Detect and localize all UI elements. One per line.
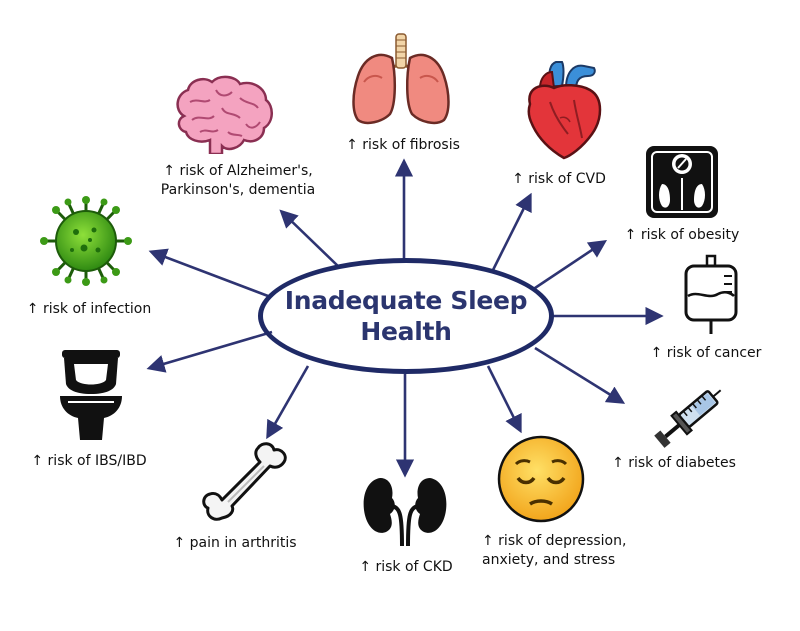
arrow-to-virus (148, 248, 269, 298)
bone-icon (202, 442, 287, 521)
lungs-label: ↑ risk of fibrosis (346, 137, 460, 153)
toilet-icon (60, 350, 122, 440)
heart-label: ↑ risk of CVD (512, 171, 606, 187)
sad-face-label: ↑ risk of depression, anxiety, and stres… (482, 533, 627, 568)
iv-bag-label: ↑ risk of cancer (650, 345, 762, 361)
heart-icon (527, 61, 602, 160)
brain-label: ↑ risk of Alzheimer's, Parkinson's, deme… (160, 163, 316, 198)
arrow-to-toilet (146, 330, 273, 373)
arrow-to-syringe (534, 346, 626, 404)
arrow-to-bone (266, 365, 310, 440)
scale-label: ↑ risk of obesity (624, 227, 740, 243)
lungs-icon (352, 33, 450, 125)
virus-icon (40, 196, 132, 286)
syringe-label: ↑ risk of diabetes (612, 455, 736, 471)
virus-label: ↑ risk of infection (26, 301, 152, 317)
sad-face-icon (497, 435, 585, 523)
arrow-to-brain (279, 209, 341, 269)
toilet-label: ↑ risk of IBS/IBD (31, 453, 147, 469)
bone-label: ↑ pain in arthritis (173, 535, 297, 551)
scale-icon (646, 146, 718, 218)
arrow-to-sad-face (486, 365, 522, 434)
arrow-to-scale (531, 239, 608, 292)
kidneys-label: ↑ risk of CKD (359, 559, 453, 575)
center-ellipse: Inadequate Sleep Health (258, 258, 554, 374)
syringe-icon (654, 389, 722, 448)
brain-icon (176, 75, 273, 154)
kidneys-icon (363, 478, 447, 546)
iv-bag-icon (684, 254, 738, 334)
arrow-to-heart (490, 192, 532, 273)
center-title: Inadequate Sleep Health (284, 285, 528, 346)
